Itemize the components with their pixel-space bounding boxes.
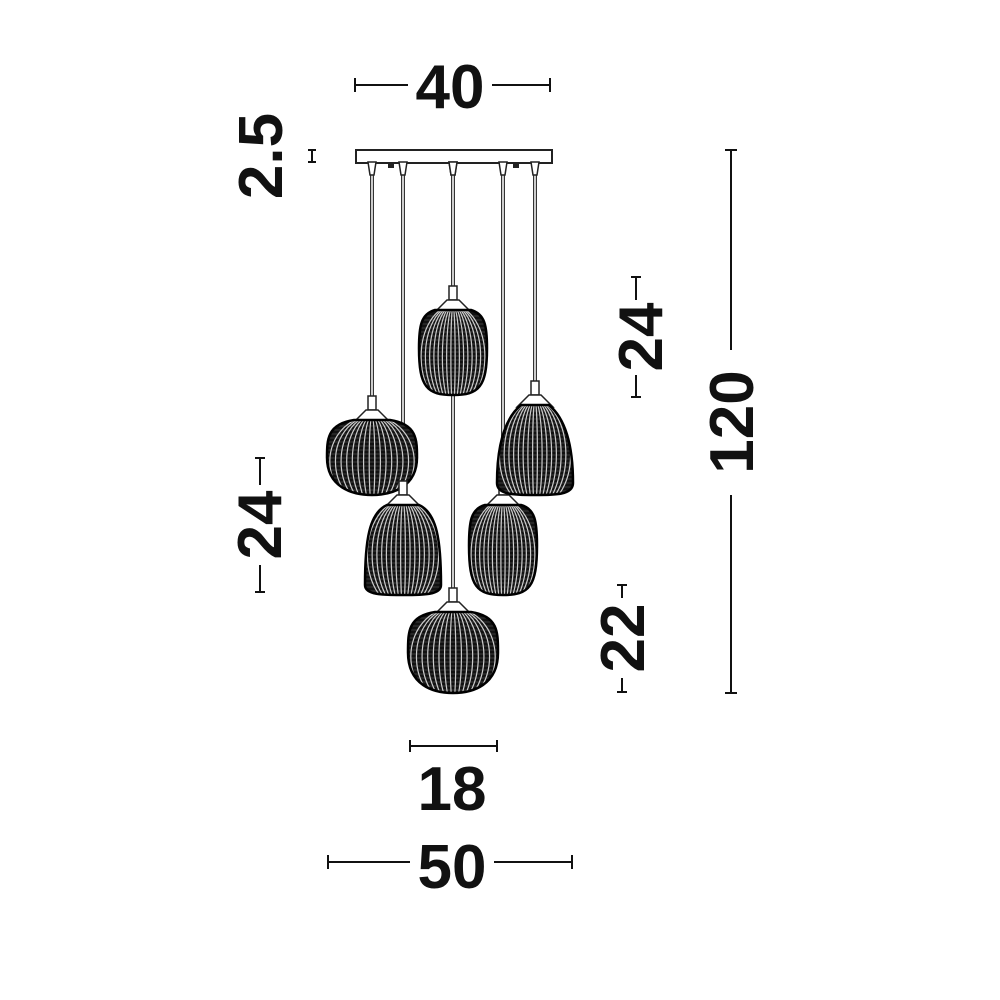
dimension-left-shade-height: 24	[226, 457, 295, 593]
dimension-total-height: 120	[698, 149, 767, 694]
lamp-shade-2	[363, 480, 443, 597]
label-canopy-height: 2.5	[227, 113, 296, 199]
lamp-shade-4	[467, 480, 539, 597]
shade-wire-pattern	[327, 420, 417, 495]
cord-grip	[530, 161, 540, 176]
lamp-shade-6	[406, 587, 500, 695]
cord-grip	[398, 161, 408, 176]
label-total-height: 120	[698, 370, 767, 473]
dimension-overall-width: 50	[327, 833, 573, 902]
shade-wire-pattern	[419, 310, 487, 395]
shade-wire-pattern	[408, 612, 498, 693]
lamp-shade-1	[325, 395, 419, 497]
label-overall-width: 50	[418, 833, 487, 902]
cord-grip	[448, 161, 458, 176]
label-left-shade-height: 24	[226, 490, 295, 559]
label-canopy-width: 40	[416, 53, 485, 122]
shade-wire-pattern	[469, 505, 537, 595]
label-upper-shade-height: 24	[607, 302, 676, 371]
label-bottom-shade-height: 22	[589, 604, 658, 673]
cord-grip	[367, 161, 377, 176]
lamp-shade-5	[495, 380, 575, 497]
dimension-bottom-shade-height: 22	[589, 584, 658, 693]
pendant-lamps	[325, 161, 575, 695]
lamp-socket	[398, 480, 408, 496]
lamp-socket	[448, 285, 458, 301]
cord-grip	[498, 161, 508, 176]
dimension-canopy-height: 2.5	[227, 113, 316, 199]
dimension-shade-width: 18	[409, 740, 498, 824]
lamp-socket	[367, 395, 377, 411]
lamp-socket	[448, 587, 458, 603]
dimension-upper-shade-height: 24	[607, 276, 676, 398]
dimension-canopy-width: 40	[354, 53, 551, 122]
lamp-socket	[530, 380, 540, 396]
lamp-shade-3	[417, 285, 489, 397]
label-shade-width: 18	[418, 755, 487, 824]
shade-wire-pattern	[365, 505, 441, 595]
